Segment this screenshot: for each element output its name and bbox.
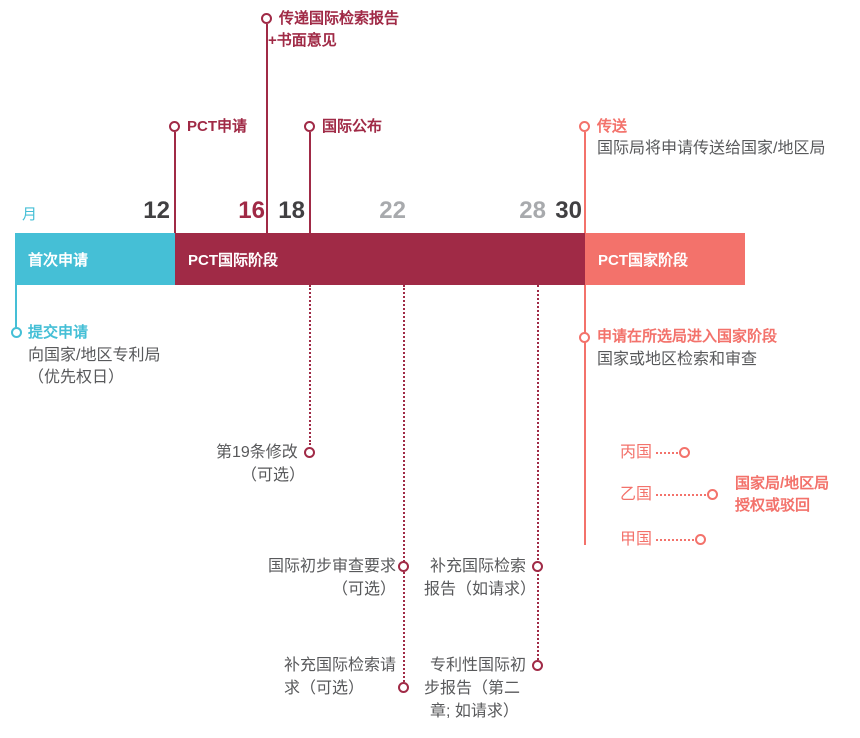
isr-title-line2: +书面意见 <box>268 32 337 49</box>
country-c-dotted-line <box>656 452 678 454</box>
pct-filing-title: PCT申请 <box>187 118 248 135</box>
transmit-marker-line <box>584 132 586 233</box>
country-a-marker-dot <box>695 534 706 545</box>
month-22: 22 <box>379 197 406 224</box>
bar-segment-international-phase-label: PCT国际阶段 <box>188 251 279 269</box>
national-entry-marker-dot <box>579 332 590 343</box>
national-entry-marker-line <box>584 285 586 545</box>
first-filing-desc1: 向国家/地区专利局 <box>28 347 161 364</box>
bar-segment-national-phase-label: PCT国家阶段 <box>598 251 689 269</box>
sis-request-label-line2: 求（可选） <box>284 680 365 697</box>
sis-report-marker-dot <box>532 561 543 572</box>
publication-marker-dot <box>304 121 315 132</box>
country-b-dotted-line <box>656 494 706 496</box>
first-filing-desc2: （优先权日） <box>28 369 125 386</box>
first-filing-marker-line <box>15 285 17 329</box>
iprp-label-line2: 步报告（第二 <box>424 680 521 697</box>
country-c-label: 丙国 <box>620 444 653 461</box>
first-filing-title: 提交申请 <box>28 324 89 341</box>
isr-title: 传递国际检索报告 <box>279 10 400 27</box>
country-a-dotted-line <box>656 539 694 541</box>
sis-report-label-line1: 补充国际检索 <box>430 558 527 575</box>
ipe-marker-dot <box>398 561 409 572</box>
sis-request-label-line1: 补充国际检索请 <box>284 657 397 674</box>
transmit-desc: 国际局将申请传送给国家/地区局 <box>597 140 826 157</box>
month-28: 28 <box>519 197 546 224</box>
pct-filing-marker-line <box>174 132 176 233</box>
country-a-label: 甲国 <box>620 531 653 548</box>
country-b-label: 乙国 <box>620 486 653 503</box>
month-16: 16 <box>238 197 265 224</box>
bar-segment-first-filing-label: 首次申请 <box>28 251 89 269</box>
pct-filing-marker-dot <box>169 121 180 132</box>
publication-title: 国际公布 <box>322 118 383 135</box>
isr-marker-line <box>266 24 268 233</box>
month-18: 18 <box>278 197 305 224</box>
bar-segment-first-filing: 首次申请 <box>15 233 175 285</box>
axis-unit-label: 月 <box>22 206 38 223</box>
national-entry-desc: 国家或地区检索和审查 <box>597 351 758 368</box>
grant-label-line1: 国家局/地区局 <box>735 475 830 492</box>
publication-dotted-line <box>309 285 311 445</box>
ipe-label-line1: 国际初步审查要求 <box>268 558 397 575</box>
transmit-marker-dot <box>579 121 590 132</box>
country-b-marker-dot <box>707 489 718 500</box>
iprp-label-line1: 专利性国际初 <box>430 657 527 674</box>
sis-report-label-line2: 报告（如请求） <box>424 581 537 598</box>
month28-dotted-line <box>537 285 539 660</box>
transmit-title: 传送 <box>597 118 628 135</box>
month22-dotted-line <box>403 285 405 682</box>
art19-marker-dot <box>304 447 315 458</box>
grant-label-line2: 授权或驳回 <box>735 497 811 514</box>
ipe-label-line2: （可选） <box>332 581 397 598</box>
national-entry-title: 申请在所选局进入国家阶段 <box>597 328 778 345</box>
iprp-label-line3: 章; 如请求） <box>430 703 519 720</box>
iprp-marker-dot <box>532 660 543 671</box>
bar-segment-international-phase: PCT国际阶段 <box>175 233 585 285</box>
art19-label-line2: （可选） <box>241 467 306 484</box>
country-c-marker-dot <box>679 447 690 458</box>
month-12: 12 <box>143 197 170 224</box>
art19-label-line1: 第19条修改 <box>216 444 298 461</box>
sis-request-marker-dot <box>398 682 409 693</box>
bar-segment-national-phase: PCT国家阶段 <box>585 233 745 285</box>
publication-marker-line <box>309 132 311 233</box>
month-30: 30 <box>555 197 582 224</box>
isr-marker-dot <box>261 13 272 24</box>
first-filing-marker-dot <box>11 327 22 338</box>
